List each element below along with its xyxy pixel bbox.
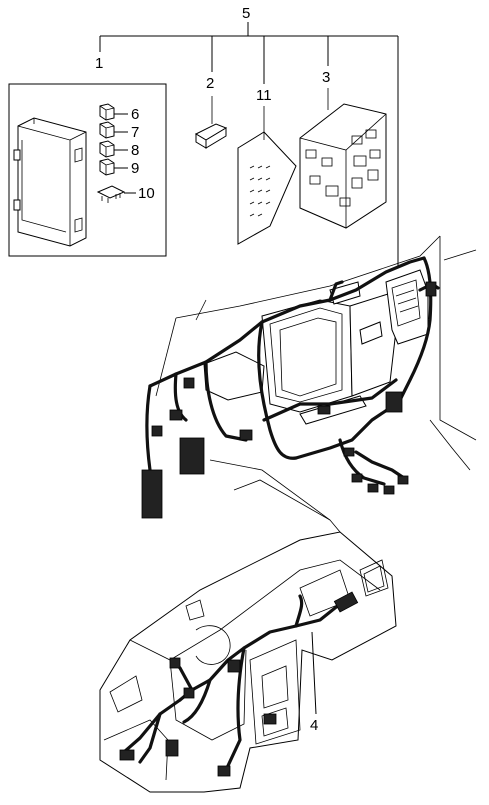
callout-tree-5 — [99, 22, 399, 268]
callout-4-leader — [311, 631, 317, 715]
callout-11: 11 — [256, 87, 272, 104]
firewall-outline — [155, 235, 477, 533]
connector-icon — [194, 96, 228, 149]
relay-icon — [99, 103, 115, 121]
main-wiring-harness-icon — [145, 256, 440, 486]
fuse-icon — [96, 185, 126, 203]
relay-icon — [99, 140, 115, 158]
harness-connector-icon — [141, 281, 437, 519]
callout-7: 7 — [131, 124, 139, 141]
junction-box-icon — [299, 88, 387, 229]
callout-8: 8 — [131, 142, 139, 159]
control-module-icon — [13, 117, 87, 247]
relay-icon — [99, 121, 115, 139]
callout-5: 5 — [242, 5, 250, 22]
fuse-label-card-icon — [237, 106, 297, 245]
callout-1: 1 — [95, 55, 103, 72]
harness-connector-icon — [119, 591, 359, 777]
callout-2: 2 — [206, 75, 214, 92]
hvac-unit-icon — [203, 269, 429, 425]
callout-6: 6 — [131, 106, 139, 123]
callout-4: 4 — [310, 717, 318, 734]
relay-icon — [99, 158, 115, 176]
callout-10: 10 — [138, 185, 155, 202]
callout-3: 3 — [322, 69, 330, 86]
dashboard-outline — [99, 531, 397, 793]
part-1-group-box — [8, 83, 167, 257]
callout-9: 9 — [131, 160, 139, 177]
dashboard-harness-icon — [122, 594, 342, 772]
